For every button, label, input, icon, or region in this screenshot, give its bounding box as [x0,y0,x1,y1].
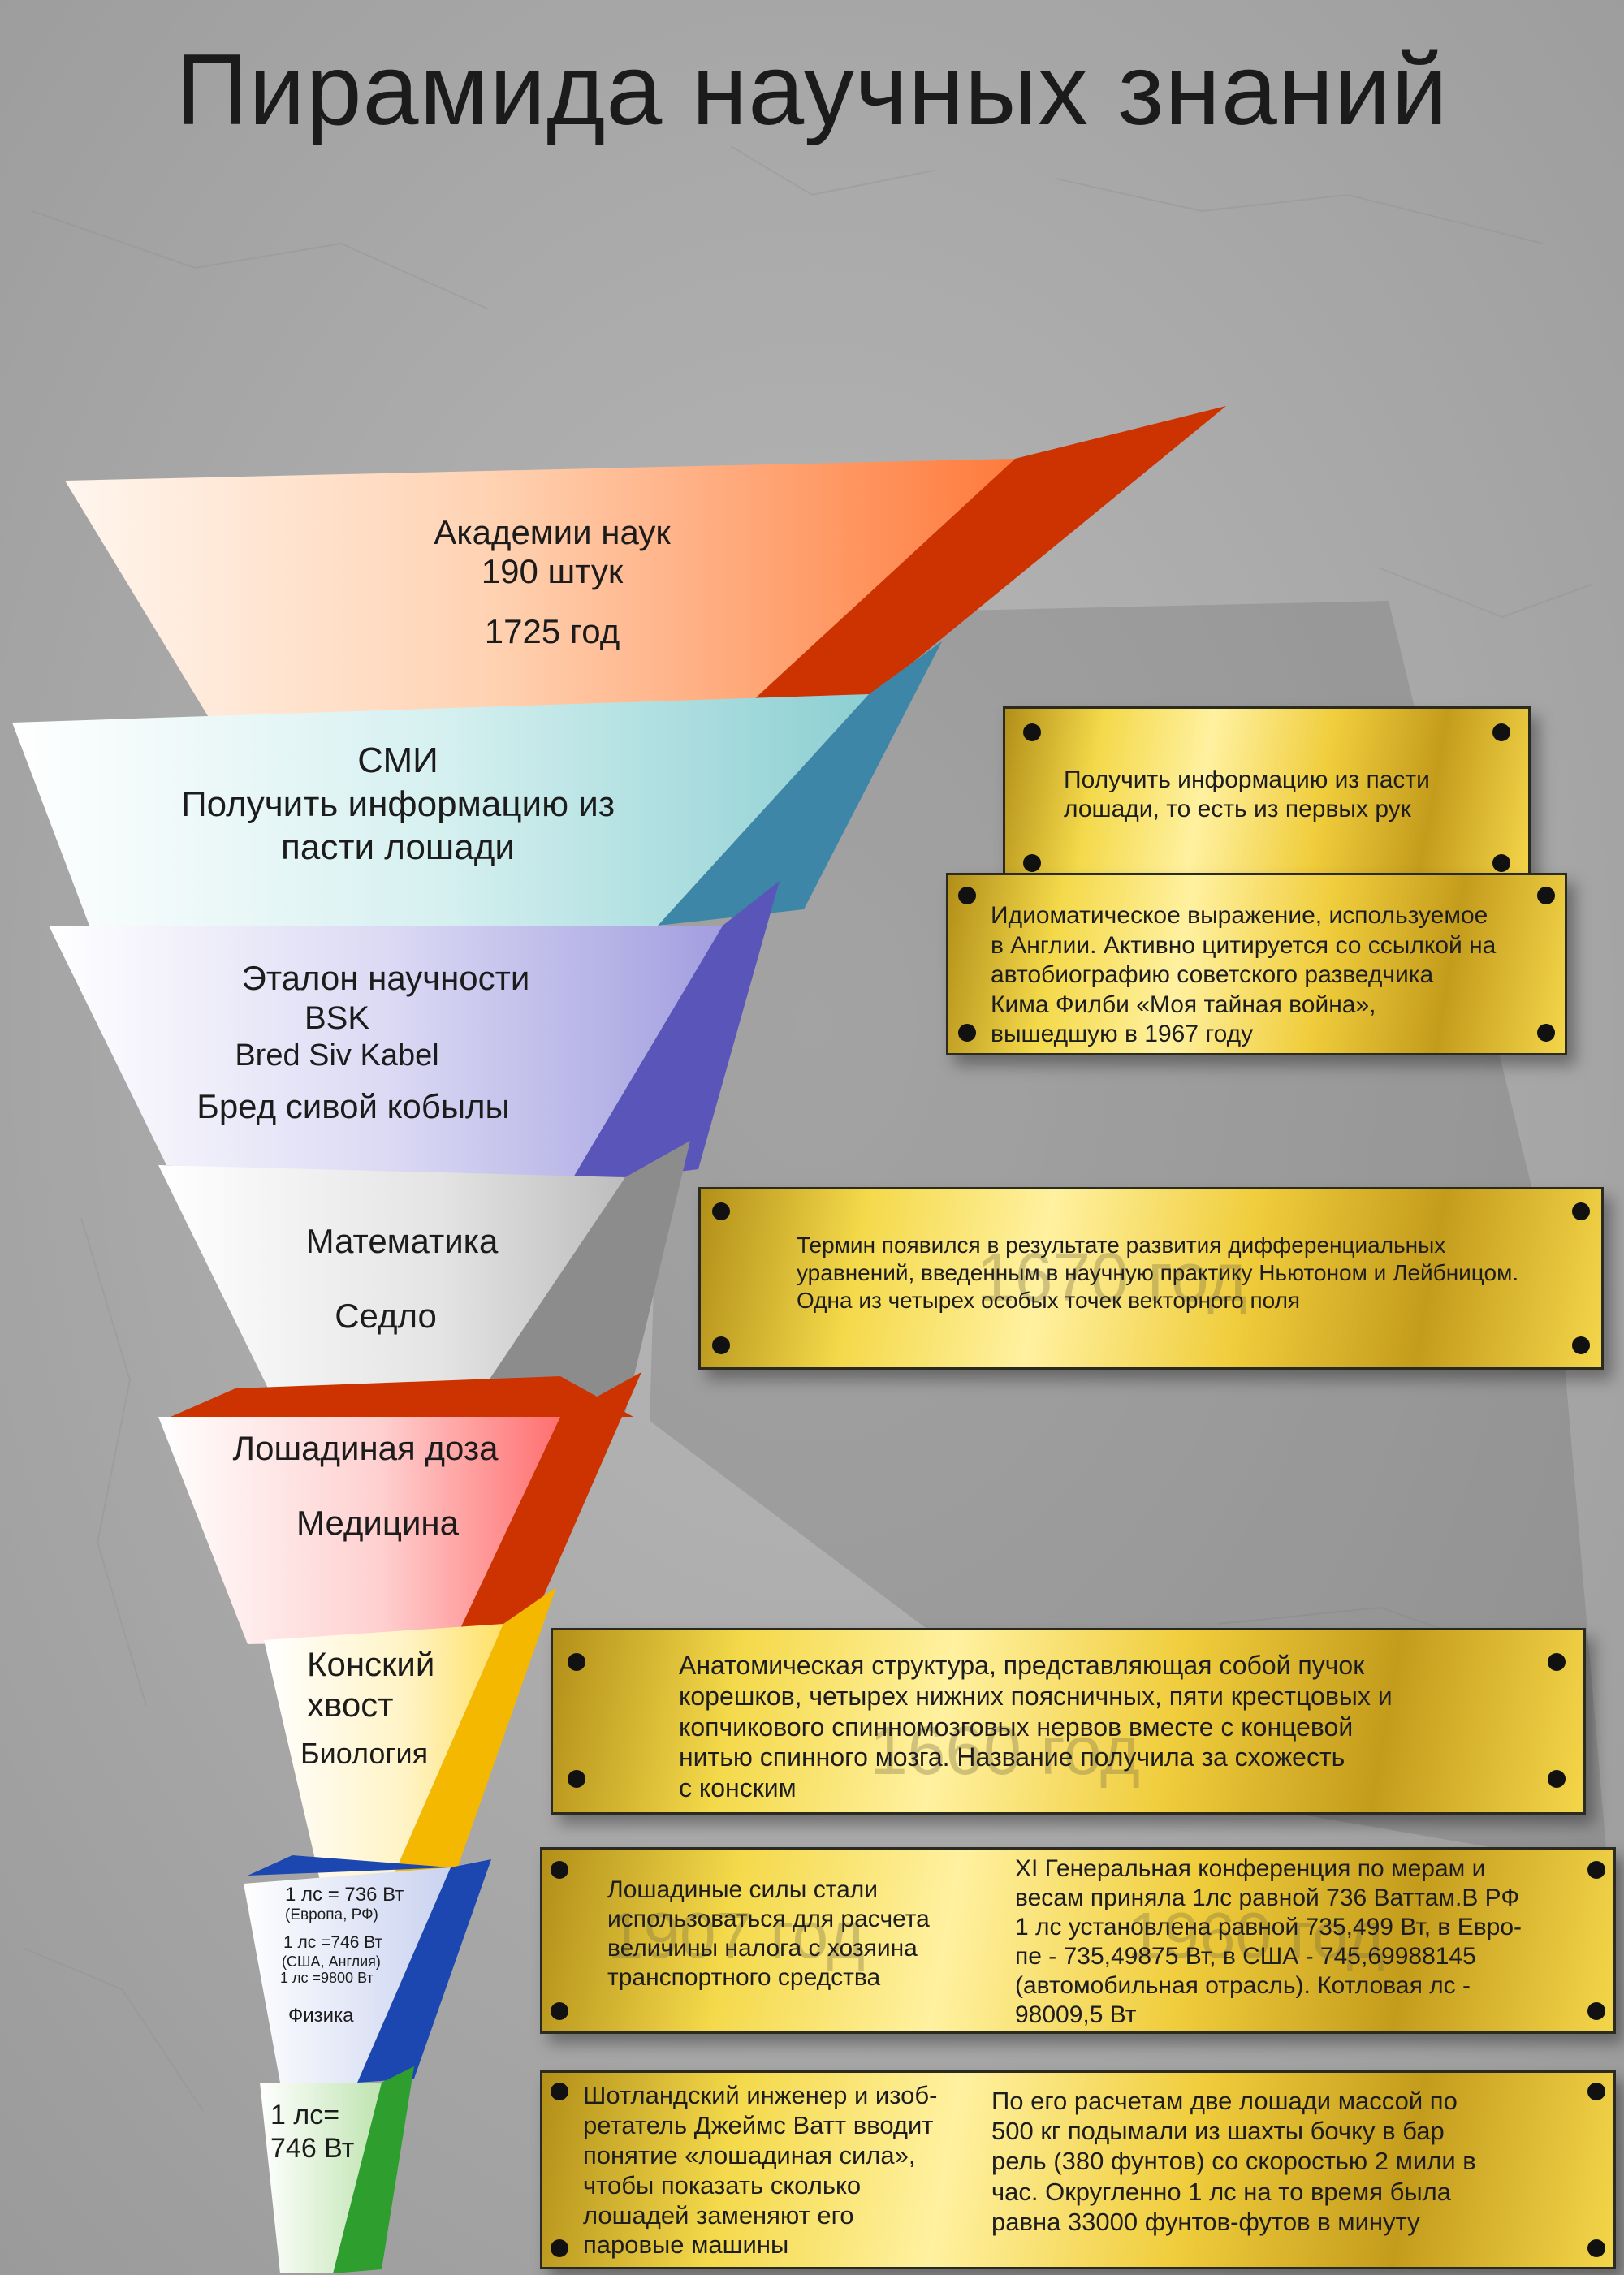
tier8-label: 1 лс= 746 Вт [270,2100,355,2164]
tier3-side [568,881,780,1185]
tier3-face [49,926,723,1185]
info-plate-1: Получить информацию из пасти лошади, то … [1003,706,1531,889]
tier5-label: Лошадиная доза Медицина [232,1429,499,1542]
tier8-face [260,2083,382,2273]
tier7-face [244,1867,451,2083]
info-plate-5: 1907 год 1960 год Лошадиные силы стали и… [540,1847,1616,2034]
tier2-label: СМИ Получить информацию из пасти лошади [180,740,615,868]
tier5-face [158,1417,560,1644]
info-plate-3: 1670 год Термин появился в результате ра… [698,1187,1604,1370]
tier6-label: Конский хвост Биология [300,1645,435,1770]
tier4-side [467,1141,690,1413]
tier1-face [65,459,1015,735]
tier3-label: Эталон научности BSK Bred Siv Kabel Бред… [197,959,530,1125]
tier6-face [264,1624,503,1884]
tier7-top [248,1855,451,1876]
tier2-side [658,641,942,926]
page-title: Пирамида научных знаний [175,34,1449,146]
tier2-face [12,694,869,926]
tier6-side [390,1587,556,1884]
tier7-label: 1 лс = 736 Вт (Европа, РФ) 1 лс =746 Вт … [280,1884,404,2027]
info-plate-2: Идиоматическое выражение, используемое в… [946,873,1567,1055]
info-plate-6: Шотландский инженер и изоб- ретатель Дже… [540,2070,1616,2269]
tier8-side [333,2066,414,2273]
tier5-side [455,1372,641,1640]
info-plate-4: 1660 год Анатомическая структура, предст… [551,1628,1586,1815]
tier7-side [357,1859,491,2083]
tier4-label: Математика Седло [305,1222,499,1335]
tier4-face [158,1165,625,1413]
tier5-top [171,1376,633,1417]
tier1-side [755,406,1226,698]
tier1-label: Академии наук 190 штук 1725 год [434,513,671,650]
